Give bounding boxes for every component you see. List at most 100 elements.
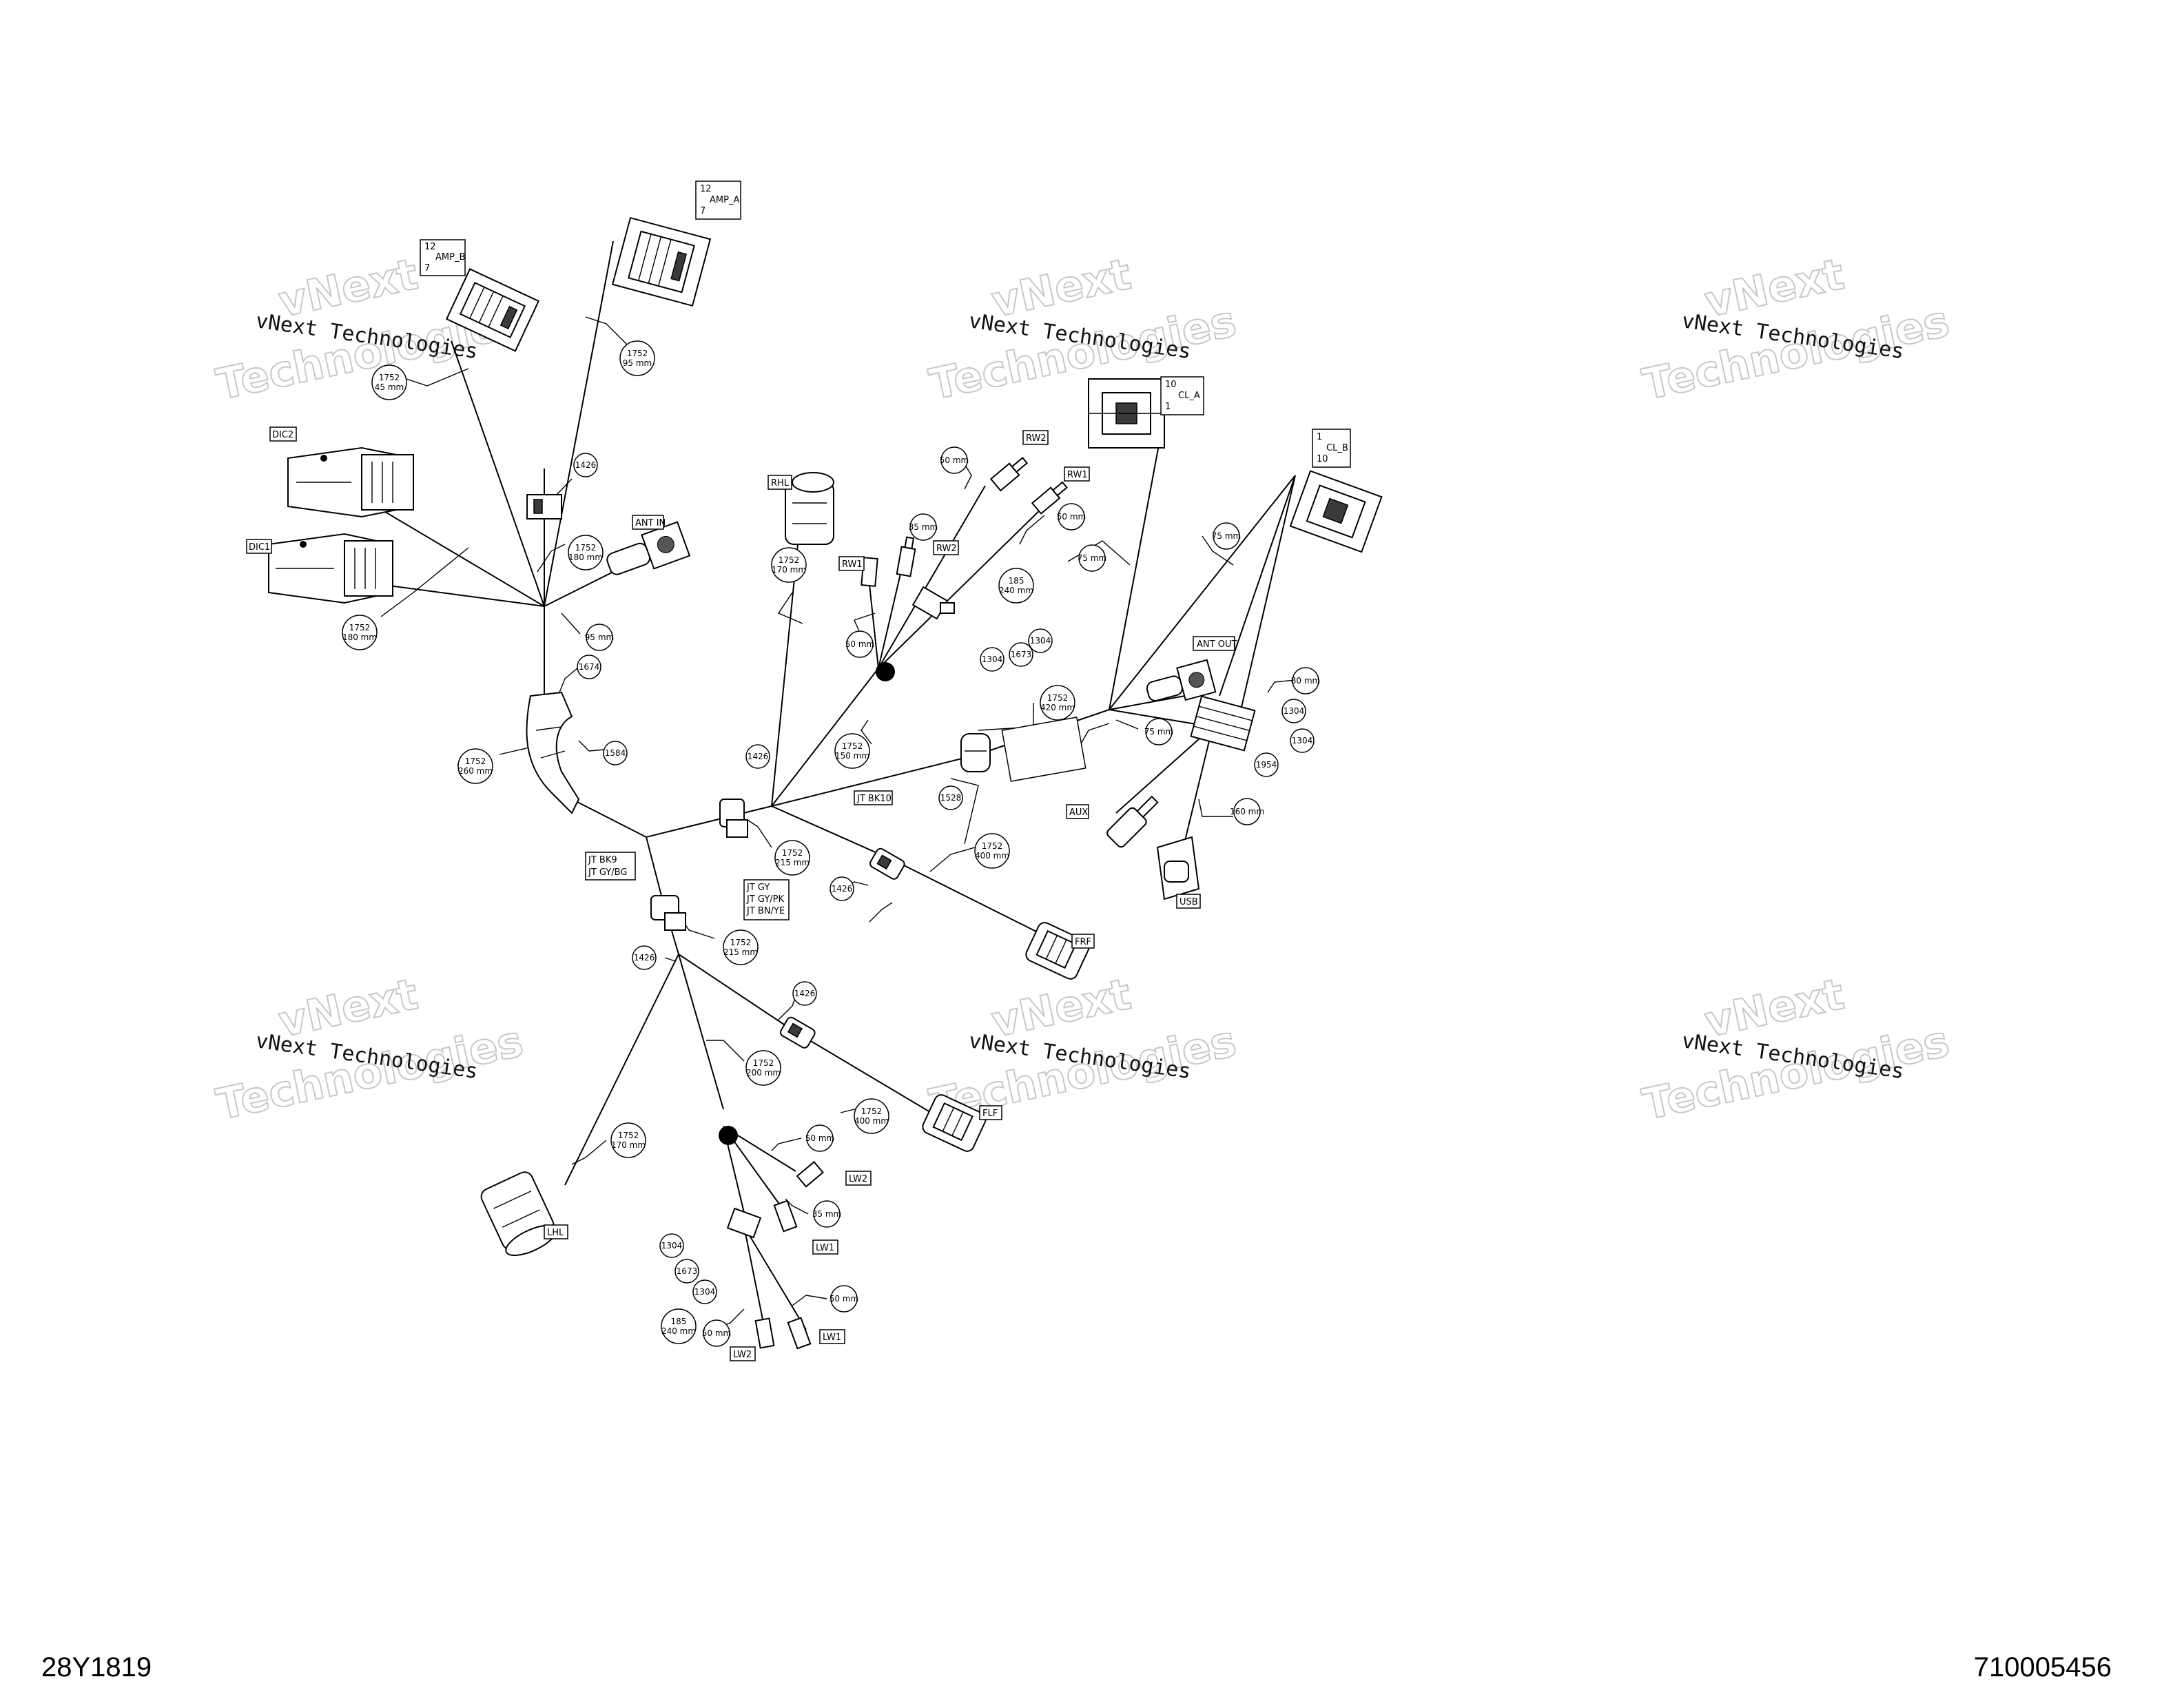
label-lw1-b: LW1 (819, 1329, 845, 1344)
svg-text:1304: 1304 (982, 655, 1003, 664)
callout-80mm: 80 mm (1291, 667, 1320, 694)
connector-flf-inline[interactable] (779, 1016, 816, 1049)
svg-text:400 mm: 400 mm (975, 851, 1009, 861)
connector-cl-a[interactable] (1088, 378, 1165, 449)
svg-text:1673: 1673 (1011, 650, 1032, 659)
terminal-lw2-a[interactable] (796, 1161, 824, 1188)
svg-text:1304: 1304 (1030, 636, 1051, 646)
connector-jt-hub[interactable] (719, 799, 748, 838)
callout-50mm-d: 50 mm (805, 1124, 834, 1152)
svg-text:10: 10 (1165, 380, 1177, 390)
connector-amp-b[interactable] (445, 268, 540, 352)
svg-text:400 mm: 400 mm (854, 1116, 889, 1126)
callout-35mm-b: 35 mm (812, 1200, 841, 1228)
terminal-rw2-a[interactable] (989, 455, 1029, 492)
callout-1426-a: 1426 (573, 453, 598, 477)
callout-50mm-b: 50 mm (1057, 503, 1086, 531)
connector-flf[interactable] (920, 1093, 988, 1153)
svg-text:1426: 1426 (832, 884, 853, 894)
connector-amp-junction[interactable] (526, 494, 562, 519)
terminal-lw1-a[interactable] (773, 1200, 798, 1233)
svg-text:180 mm: 180 mm (342, 632, 377, 642)
svg-text:50 mm: 50 mm (1057, 512, 1086, 522)
svg-text:JT BN/YE: JT BN/YE (746, 906, 785, 916)
svg-text:1752: 1752 (861, 1107, 883, 1116)
callout-1304-c: 1304 (1281, 699, 1306, 723)
terminal-lw2-b[interactable] (754, 1317, 775, 1349)
callout-50mm-a: 50 mm (940, 446, 969, 474)
svg-text:CL_A: CL_A (1178, 391, 1200, 401)
label-dic1: DIC1 (246, 539, 272, 554)
connector-dic1[interactable] (268, 533, 393, 604)
svg-text:240 mm: 240 mm (661, 1326, 696, 1336)
label-usb: USB (1176, 894, 1201, 909)
connector-ant-in[interactable] (603, 521, 691, 583)
connector-jt-left[interactable] (650, 895, 686, 931)
terminal-rw2-b[interactable] (896, 536, 917, 577)
svg-text:1: 1 (1317, 432, 1322, 442)
callout-1426-e: 1426 (792, 981, 817, 1006)
label-jt-gy: JT GY JT GY/PK JT BN/YE (743, 879, 790, 920)
connector-frf[interactable] (1024, 920, 1091, 981)
svg-text:80 mm: 80 mm (1291, 676, 1320, 686)
label-lw2-b: LW2 (730, 1346, 756, 1361)
callout-1426-c: 1426 (830, 876, 854, 901)
connector-dic2[interactable] (287, 446, 414, 518)
svg-text:1426: 1426 (748, 752, 769, 761)
svg-text:RW2: RW2 (936, 544, 957, 554)
terminal-rw1-b[interactable] (861, 557, 878, 587)
connector-rw-ring[interactable] (911, 586, 955, 620)
connector-amp-a[interactable] (611, 216, 712, 307)
connector-usb[interactable] (1156, 836, 1200, 900)
svg-text:RW2: RW2 (1026, 433, 1047, 444)
connector-cl-b[interactable] (1289, 470, 1383, 553)
terminal-rw1-a[interactable] (1031, 480, 1069, 515)
connector-frf-inline[interactable] (869, 847, 906, 881)
svg-text:50 mm: 50 mm (845, 639, 874, 649)
label-rw2-b: RW2 (933, 540, 959, 555)
svg-text:170 mm: 170 mm (772, 565, 806, 575)
svg-text:AUX: AUX (1069, 807, 1088, 818)
svg-text:1304: 1304 (1284, 706, 1305, 716)
label-jt-bk10: JT BK10 (854, 790, 893, 805)
svg-text:12: 12 (424, 242, 436, 252)
connector-aux[interactable] (1106, 792, 1163, 849)
label-lw2-a: LW2 (845, 1171, 872, 1186)
label-jt-bk9: JT BK9 JT GY/BG (585, 852, 636, 881)
callout-1673-b: 1673 (674, 1259, 699, 1284)
svg-text:215 mm: 215 mm (723, 947, 758, 957)
svg-text:1752: 1752 (842, 741, 863, 751)
callout-1426-d: 1426 (632, 945, 657, 970)
svg-text:50 mm: 50 mm (830, 1294, 858, 1304)
svg-text:1: 1 (1165, 402, 1171, 412)
svg-text:LW2: LW2 (733, 1350, 752, 1360)
connector-ant-out[interactable] (1144, 659, 1217, 709)
callout-160mm: 160 mm (1230, 798, 1264, 825)
connector-boot[interactable] (526, 691, 580, 814)
connector-rhl[interactable] (785, 472, 834, 545)
connector-1528[interactable] (960, 733, 991, 772)
svg-text:1752: 1752 (618, 1131, 639, 1140)
svg-text:AMP_B: AMP_B (435, 252, 465, 263)
svg-text:1752: 1752 (575, 543, 597, 553)
svg-text:1954: 1954 (1256, 760, 1277, 770)
watermark-top-right: vNext Technologies vNext Technologies (1638, 248, 1954, 411)
label-aux: AUX (1066, 804, 1089, 819)
svg-text:10: 10 (1317, 454, 1328, 464)
connector-lw-ring[interactable] (726, 1207, 762, 1239)
connector-lhl[interactable] (479, 1169, 561, 1262)
connector-right-hub[interactable] (1190, 695, 1256, 752)
callout-75mm-b: 75 mm (1212, 522, 1241, 550)
label-amp-b: 12 AMP_B 7 (420, 239, 466, 276)
svg-text:160 mm: 160 mm (1230, 807, 1264, 816)
splice-dot-lw (719, 1126, 738, 1145)
terminal-lw1-b[interactable] (787, 1317, 812, 1350)
callout-50mm-c: 50 mm (845, 630, 874, 658)
